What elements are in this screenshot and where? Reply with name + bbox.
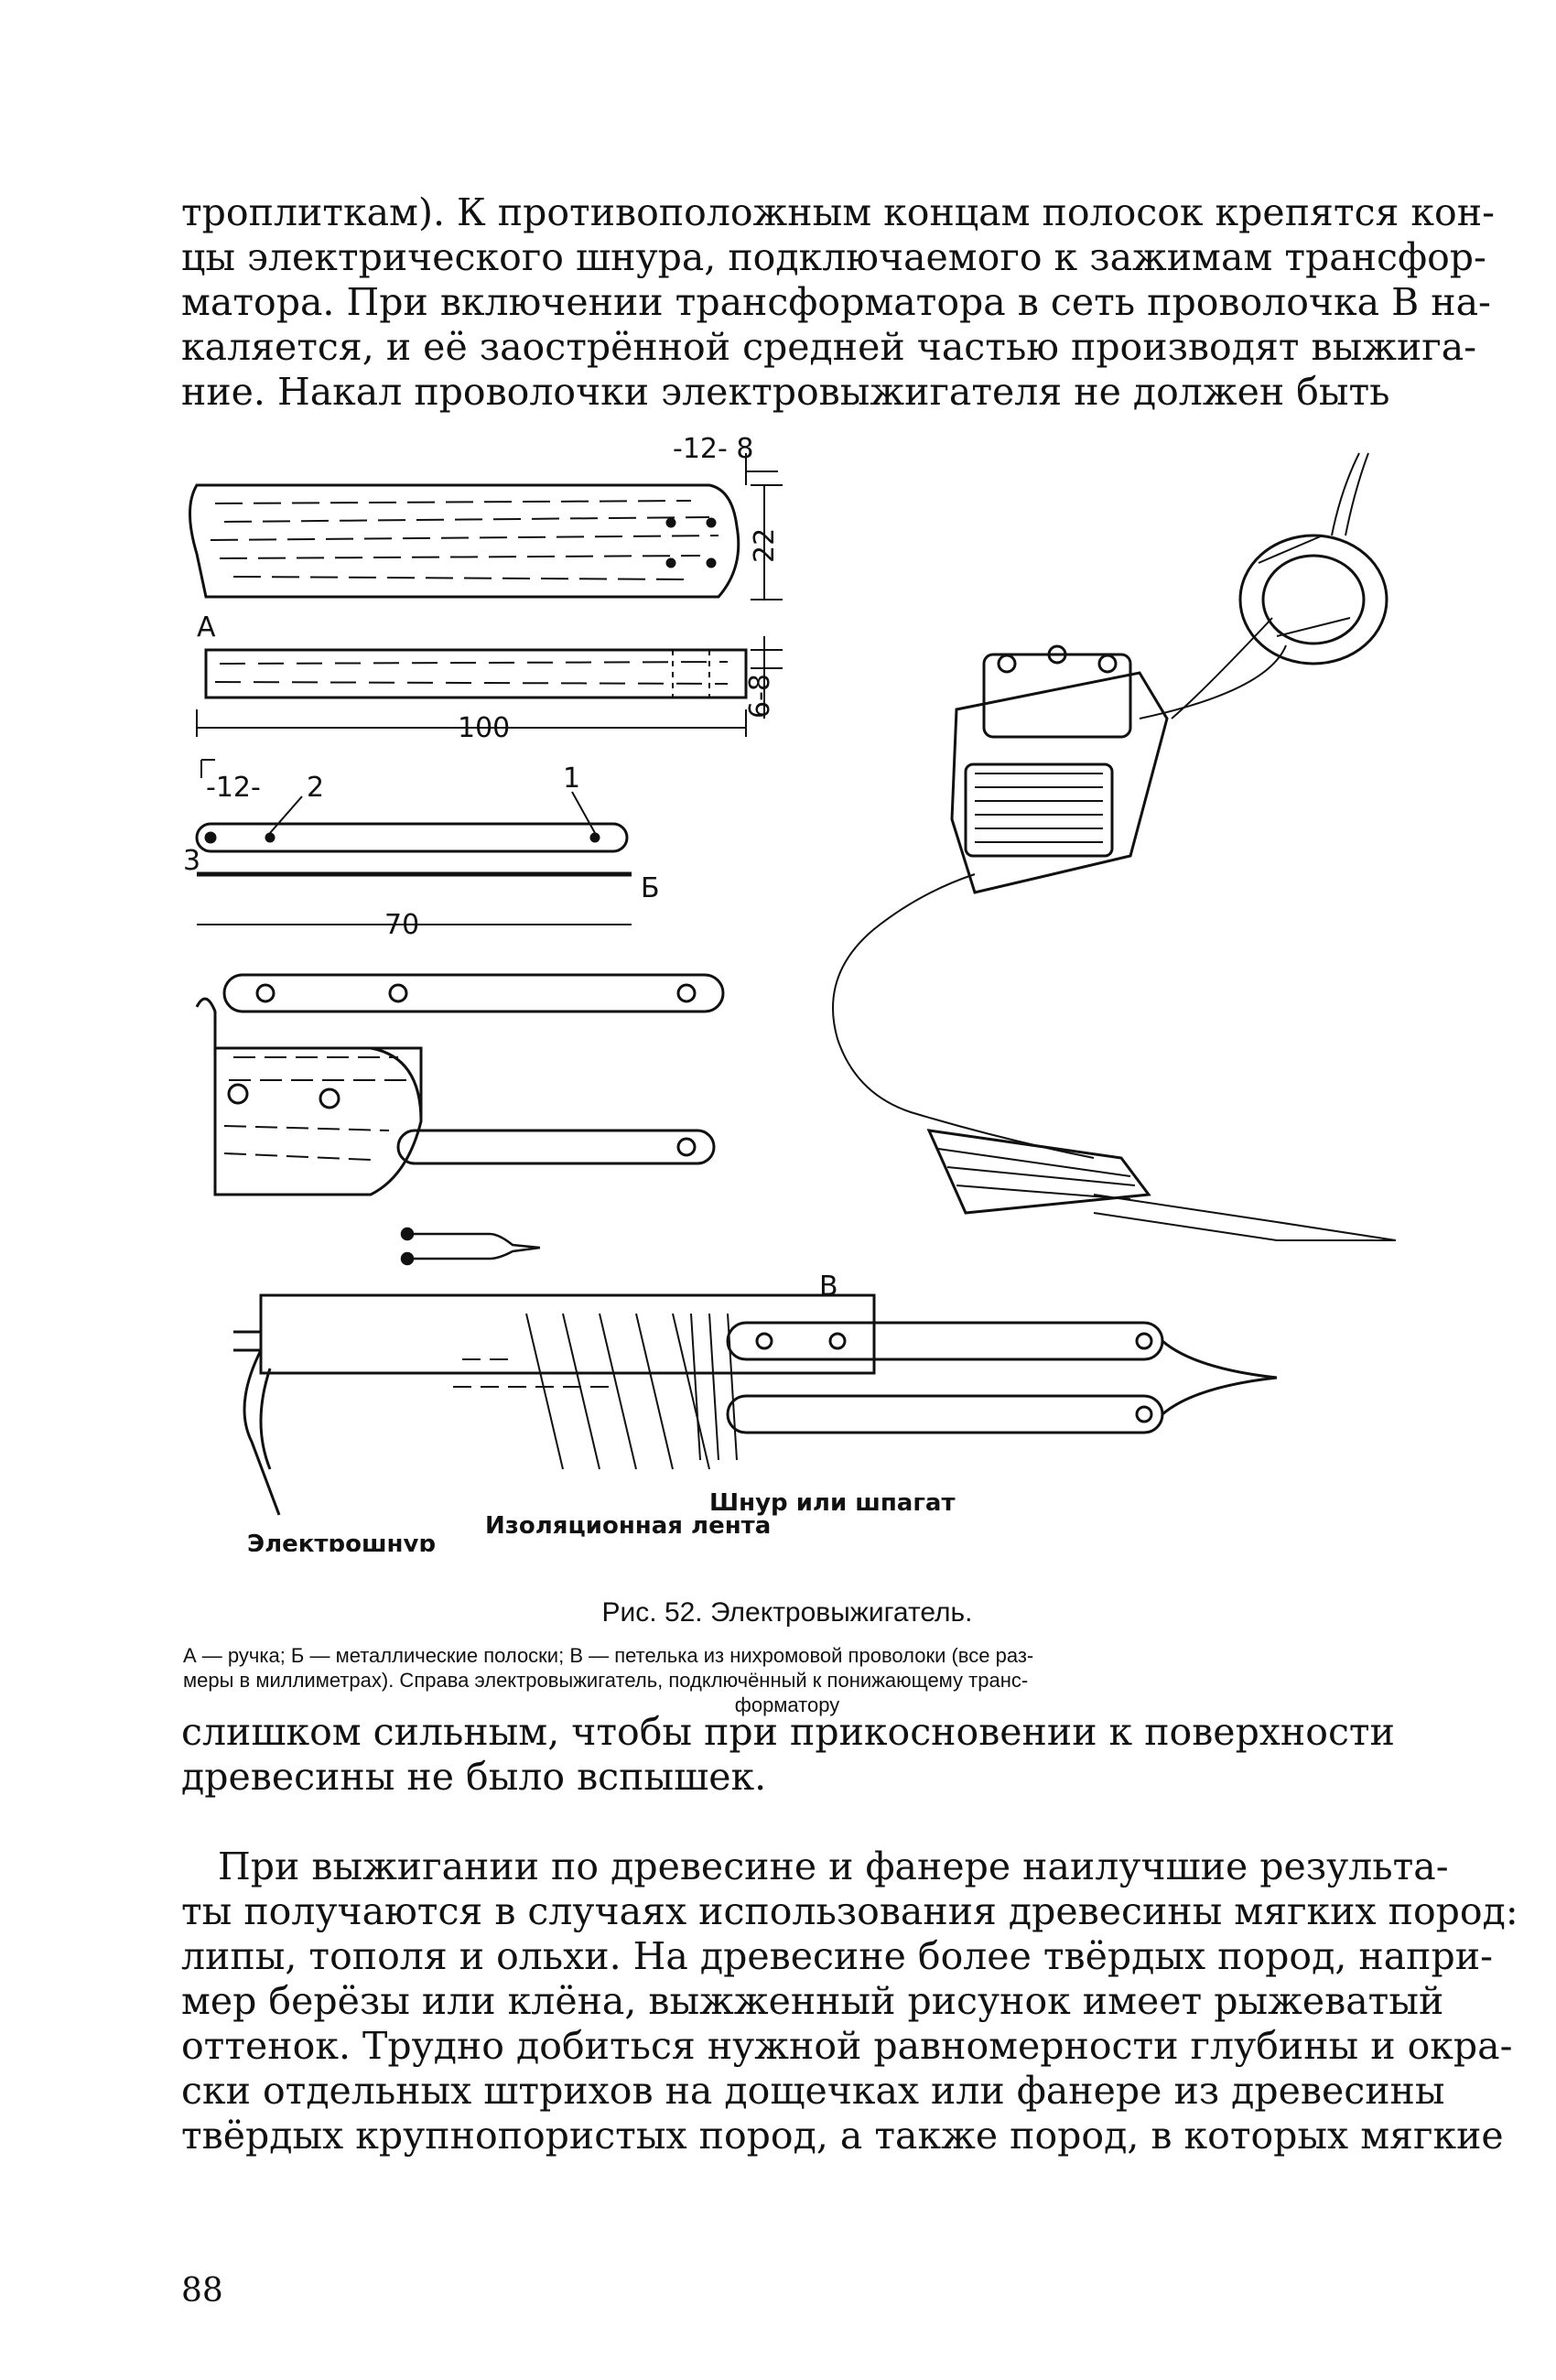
text-line: При выжигании по древесине и фанере наил… [218,1844,1449,1888]
text-line: липы, тополя и ольхи. На древесине более… [181,1934,1493,1978]
part-a-label: А [197,611,216,644]
paragraph-top: троплиткам). К противоположным концам по… [181,190,1495,415]
text-line: оттенок. Трудно добиться нужной равномер… [181,2024,1513,2068]
dim-6-8: 6-8 [744,674,776,719]
legend-line: А — ручка; Б — металлические полоски; В … [183,1644,1034,1667]
text-line: цы электрического шнура, подключаемого к… [181,235,1486,279]
page-number: 88 [181,2272,223,2310]
text-line: слишком сильным, чтобы при прикосновении… [181,1710,1395,1754]
wrapped-assembly [233,1293,1278,1516]
figure-caption: Рис. 52. Электровыжигатель. [601,1597,973,1628]
callout-3: 3 [183,845,200,877]
text-line: ние. Накал проволочки электровыжигателя … [181,370,1390,414]
figure-electroburner: А -12- 8 22 6-8 100 -12- 2 1 3 Б 70 В Шн… [183,433,1396,1552]
electroburner-device [832,644,1396,1241]
text-line: ты получаются в случаях использования др… [181,1889,1518,1933]
transformer [950,644,1169,894]
dim-100: 100 [458,712,510,744]
electro-cord-label: Электрошнур [247,1531,436,1552]
callout-1: 1 [563,763,580,795]
dim-12: -12- [206,772,261,804]
dimension-lines [196,453,783,737]
legend-line: меры в миллиметрах). Справа электровыжиг… [183,1669,1029,1692]
text-line: матора. При включении трансформатора в с… [181,280,1491,324]
handle-assembly [195,973,725,1196]
plug [1171,452,1389,719]
handle-top-view [189,483,740,599]
dim-22: 22 [749,528,781,563]
tape-label: Изоляционная лента [485,1512,771,1540]
text-line: троплиткам). К противоположным концам по… [181,190,1495,234]
figure-legend: А — ручка; Б — металлические полоски; В … [183,1643,1391,1717]
paragraph-bottom: При выжигании по древесине и фанере наил… [181,1844,1518,2158]
text-line: древесины не было вспышек. [181,1755,767,1799]
metal-strip [195,759,632,925]
part-v-label: В [819,1271,838,1303]
dim-70: 70 [384,909,419,941]
paragraph-middle: слишком сильным, чтобы при прикосновении… [181,1710,1395,1800]
legend-line: форматору [734,1693,840,1716]
handle-side-view [204,648,748,699]
part-b-label: Б [641,872,660,904]
text-line: мер берёзы или клёна, выжженный рисунок … [181,1979,1444,2023]
dim-12-8: -12- 8 [673,433,753,465]
text-line: твёрдых крупнопористых пород, а также по… [181,2114,1504,2158]
callout-2: 2 [307,772,324,804]
text-line: ски отдельных штрихов на дощечках или фа… [181,2069,1445,2113]
text-line: каляется, и её заострённой средней часть… [181,325,1477,369]
cord-label: Шнур или шпагат [709,1489,956,1517]
nichrome-loop [400,1227,541,1266]
